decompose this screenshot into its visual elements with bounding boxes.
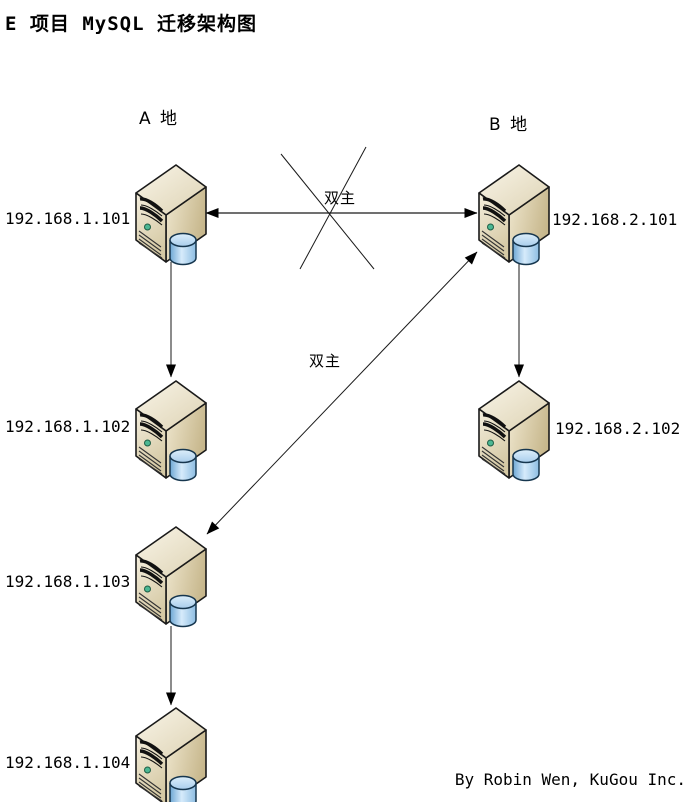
dual-master-label-top: 双主 — [324, 189, 357, 207]
site-a-label: A 地 — [139, 109, 180, 129]
dual-master-label-diagonal: 双主 — [309, 352, 342, 370]
site-b-label: B 地 — [489, 115, 530, 135]
edge-dual-master-a3-b1 — [206, 251, 478, 535]
server-node-192-168-1-101 — [134, 164, 208, 267]
server-node-192-168-1-102 — [134, 380, 208, 483]
server-node-192-168-2-101 — [477, 164, 551, 267]
ip-label-192-168-1-101: 192.168.1.101 — [5, 209, 131, 228]
server-database-icon — [477, 380, 551, 483]
server-database-icon — [134, 526, 208, 629]
crossout-line-2 — [299, 146, 367, 270]
ip-label-192-168-1-103: 192.168.1.103 — [5, 572, 131, 591]
diagram-title: E 项目 MySQL 迁移架构图 — [5, 13, 257, 35]
ip-label-192-168-2-102: 192.168.2.102 — [555, 419, 681, 438]
crossout-line-1 — [280, 153, 375, 270]
server-database-icon — [477, 164, 551, 267]
server-database-icon — [134, 380, 208, 483]
server-node-192-168-2-102 — [477, 380, 551, 483]
ip-label-192-168-1-102: 192.168.1.102 — [5, 417, 131, 436]
ip-label-192-168-2-101: 192.168.2.101 — [552, 210, 678, 229]
server-node-192-168-1-103 — [134, 526, 208, 629]
credit-line: By Robin Wen, KuGou Inc. — [454, 770, 686, 789]
server-database-icon — [134, 707, 208, 802]
server-database-icon — [134, 164, 208, 267]
server-node-192-168-1-104 — [134, 707, 208, 802]
ip-label-192-168-1-104: 192.168.1.104 — [5, 753, 131, 772]
